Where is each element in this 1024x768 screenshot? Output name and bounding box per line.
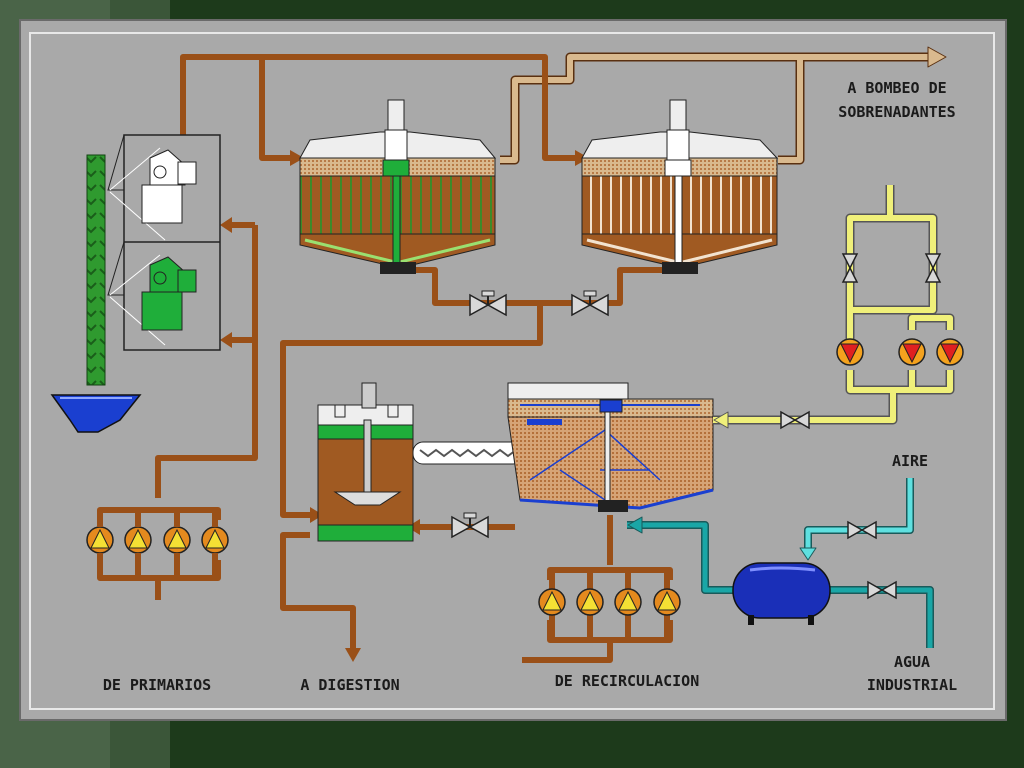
pump-icon[interactable] — [936, 338, 964, 366]
de-primarios-label: DE PRIMARIOS — [103, 676, 211, 694]
aire-label: AIRE — [892, 452, 928, 470]
centrifuge-unit — [107, 134, 221, 351]
pump-icon[interactable] — [86, 526, 114, 554]
screw-conveyor-icon — [412, 441, 524, 465]
thickener-tank-1 — [299, 99, 497, 274]
pump-icon[interactable] — [201, 526, 229, 554]
flow-arrows — [220, 150, 589, 662]
pump-icon[interactable] — [653, 588, 681, 616]
pump-icon[interactable] — [576, 588, 604, 616]
thickener-tank-2 — [581, 99, 779, 274]
agua-label-line2: INDUSTRIAL — [867, 676, 957, 694]
hopper-icon — [50, 394, 142, 433]
pump-icon[interactable] — [538, 588, 566, 616]
pressure-vessel-icon — [732, 562, 831, 625]
air-lines — [713, 185, 955, 429]
pump-icon[interactable] — [163, 526, 191, 554]
bombeo-label-line1: A BOMBEO DE — [847, 79, 946, 97]
a-digestion-label: A DIGESTION — [300, 676, 399, 694]
pump-icon[interactable] — [836, 338, 864, 366]
panel-inner-border — [29, 32, 995, 710]
bombeo-label-line2: SOBRENADANTES — [838, 103, 955, 121]
mixing-tank — [317, 382, 414, 542]
pump-icon[interactable] — [124, 526, 152, 554]
de-recirculacion-label: DE RECIRCULACION — [555, 672, 700, 690]
belt-conveyor — [86, 154, 106, 386]
pump-icon[interactable] — [898, 338, 926, 366]
agua-label-line1: AGUA — [894, 653, 930, 671]
pump-icon[interactable] — [614, 588, 642, 616]
flotation-tank-icon — [507, 382, 714, 512]
